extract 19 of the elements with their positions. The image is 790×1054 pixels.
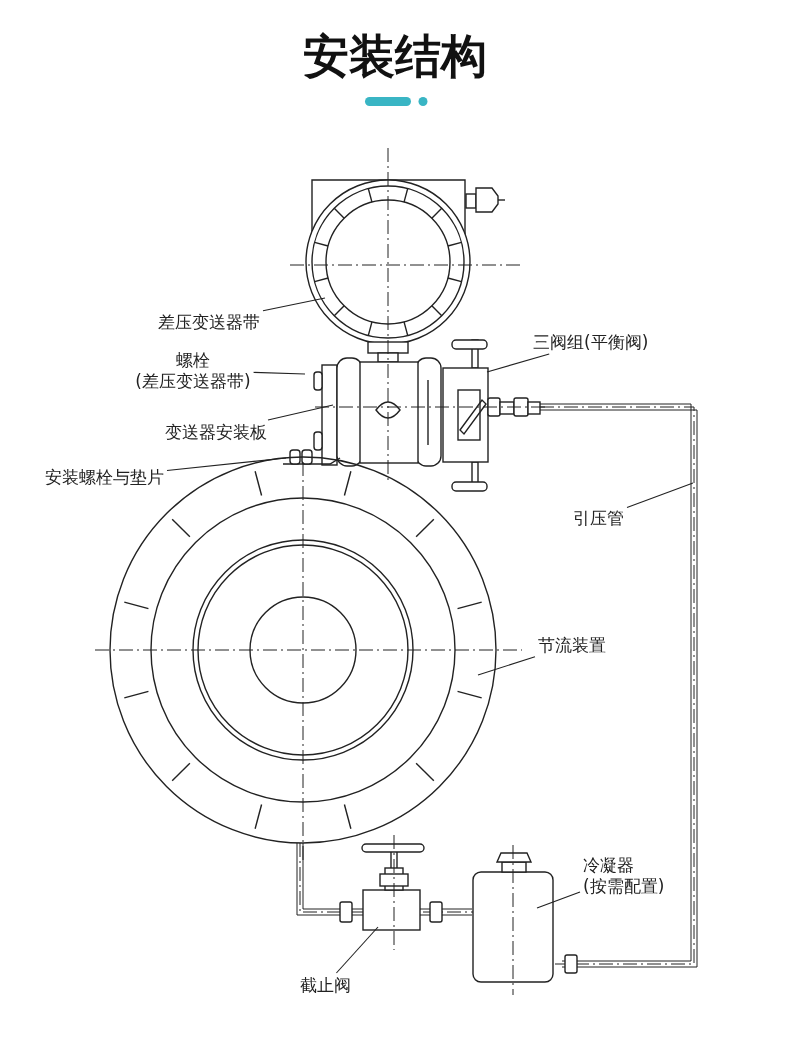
title: 安装结构 bbox=[302, 28, 488, 85]
part-label: 节流装置 bbox=[538, 635, 606, 656]
part-label: 引压管 bbox=[573, 508, 624, 529]
part-label: 差压变送器带 bbox=[158, 312, 260, 333]
part-label: 截止阀 bbox=[300, 975, 351, 996]
part-label: 螺栓(差压变送器带) bbox=[128, 350, 258, 392]
leader-line bbox=[262, 297, 326, 312]
part-label: 变送器安装板 bbox=[165, 422, 267, 443]
leader-line bbox=[335, 926, 379, 974]
leader-line bbox=[267, 404, 334, 421]
leader-line bbox=[253, 371, 306, 375]
leader-line bbox=[626, 482, 694, 508]
part-label: 冷凝器(按需配置) bbox=[583, 855, 665, 897]
leader-line bbox=[477, 656, 536, 676]
part-label: 三阀组(平衡阀) bbox=[533, 332, 649, 353]
part-label: 安装螺栓与垫片 bbox=[45, 467, 164, 488]
leader-line bbox=[166, 457, 287, 472]
leader-line bbox=[536, 891, 581, 909]
leader-line bbox=[486, 353, 550, 373]
